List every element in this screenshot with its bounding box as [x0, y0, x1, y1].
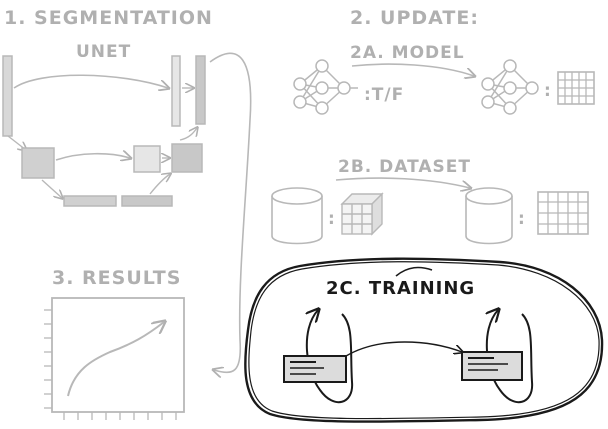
skip-connection-arrow-top: [13, 74, 168, 88]
results-section: 3. RESULTS: [44, 267, 185, 420]
results-plot-frame: [51, 297, 185, 413]
bottleneck-arrow: [41, 179, 62, 198]
dataset-colon-right: :: [518, 209, 526, 229]
training-batch-card-right: [461, 351, 523, 381]
segmentation-section: 1. SEGMENTATION UNET: [2, 7, 213, 207]
model-title: 2A. MODEL: [350, 43, 465, 63]
dataset-update-arrow: [335, 177, 470, 188]
network-graph-icon-updated: [481, 59, 539, 115]
unet-label: UNET: [76, 42, 131, 62]
training-boundary: [244, 257, 604, 423]
model-update-arrow: [351, 63, 474, 76]
skip-connection-arrow-mid: [55, 154, 130, 160]
cube-icon: [340, 192, 384, 236]
unet-decoder-bar-dark: [195, 55, 206, 125]
network-graph-icon: [293, 59, 358, 115]
results-title: 3. RESULTS: [52, 267, 181, 289]
unet-bottleneck-bar-right: [121, 195, 173, 207]
segmentation-title: 1. SEGMENTATION: [4, 7, 213, 29]
database-cylinder-icon: [271, 187, 323, 245]
model-section: 2A. MODEL :T/F :: [293, 43, 595, 115]
database-cylinder-icon-updated: [465, 187, 513, 245]
training-batch-card-left: [283, 355, 347, 383]
update-title: 2. UPDATE:: [350, 7, 479, 29]
dataset-grid-icon: [537, 191, 589, 235]
unet-encoder-block: [21, 147, 55, 179]
unet-decoder-block-light: [133, 145, 161, 173]
upsample-arrow-bottom: [149, 174, 170, 195]
results-trend-curve: [67, 322, 164, 397]
dataset-colon-left: :: [328, 209, 336, 229]
training-title: 2C. TRAINING: [326, 278, 475, 299]
unet-decoder-bar-light: [171, 55, 181, 127]
unet-decoder-block-dark: [171, 143, 203, 173]
unet-bottleneck-bar-left: [63, 195, 117, 207]
training-progress-arrow: [345, 341, 462, 357]
training-section: 2C. TRAINING: [244, 257, 604, 423]
training-title-flourish: [395, 266, 433, 277]
training-loop-right: [487, 310, 534, 404]
training-loop-left: [307, 310, 354, 404]
grid-icon: [557, 71, 595, 105]
true-false-label: :T/F: [364, 85, 404, 105]
training-boundary-inner: [248, 261, 600, 420]
dataset-section: 2B. DATASET : :: [271, 157, 589, 245]
upsample-arrow-top: [179, 128, 197, 141]
results-y-ticks: [44, 309, 52, 409]
model-colon: :: [544, 81, 552, 101]
results-feedback-arrow: [209, 52, 252, 372]
results-x-ticks: [63, 412, 177, 420]
unet-encoder-bar: [2, 55, 13, 137]
dataset-title: 2B. DATASET: [338, 157, 471, 177]
